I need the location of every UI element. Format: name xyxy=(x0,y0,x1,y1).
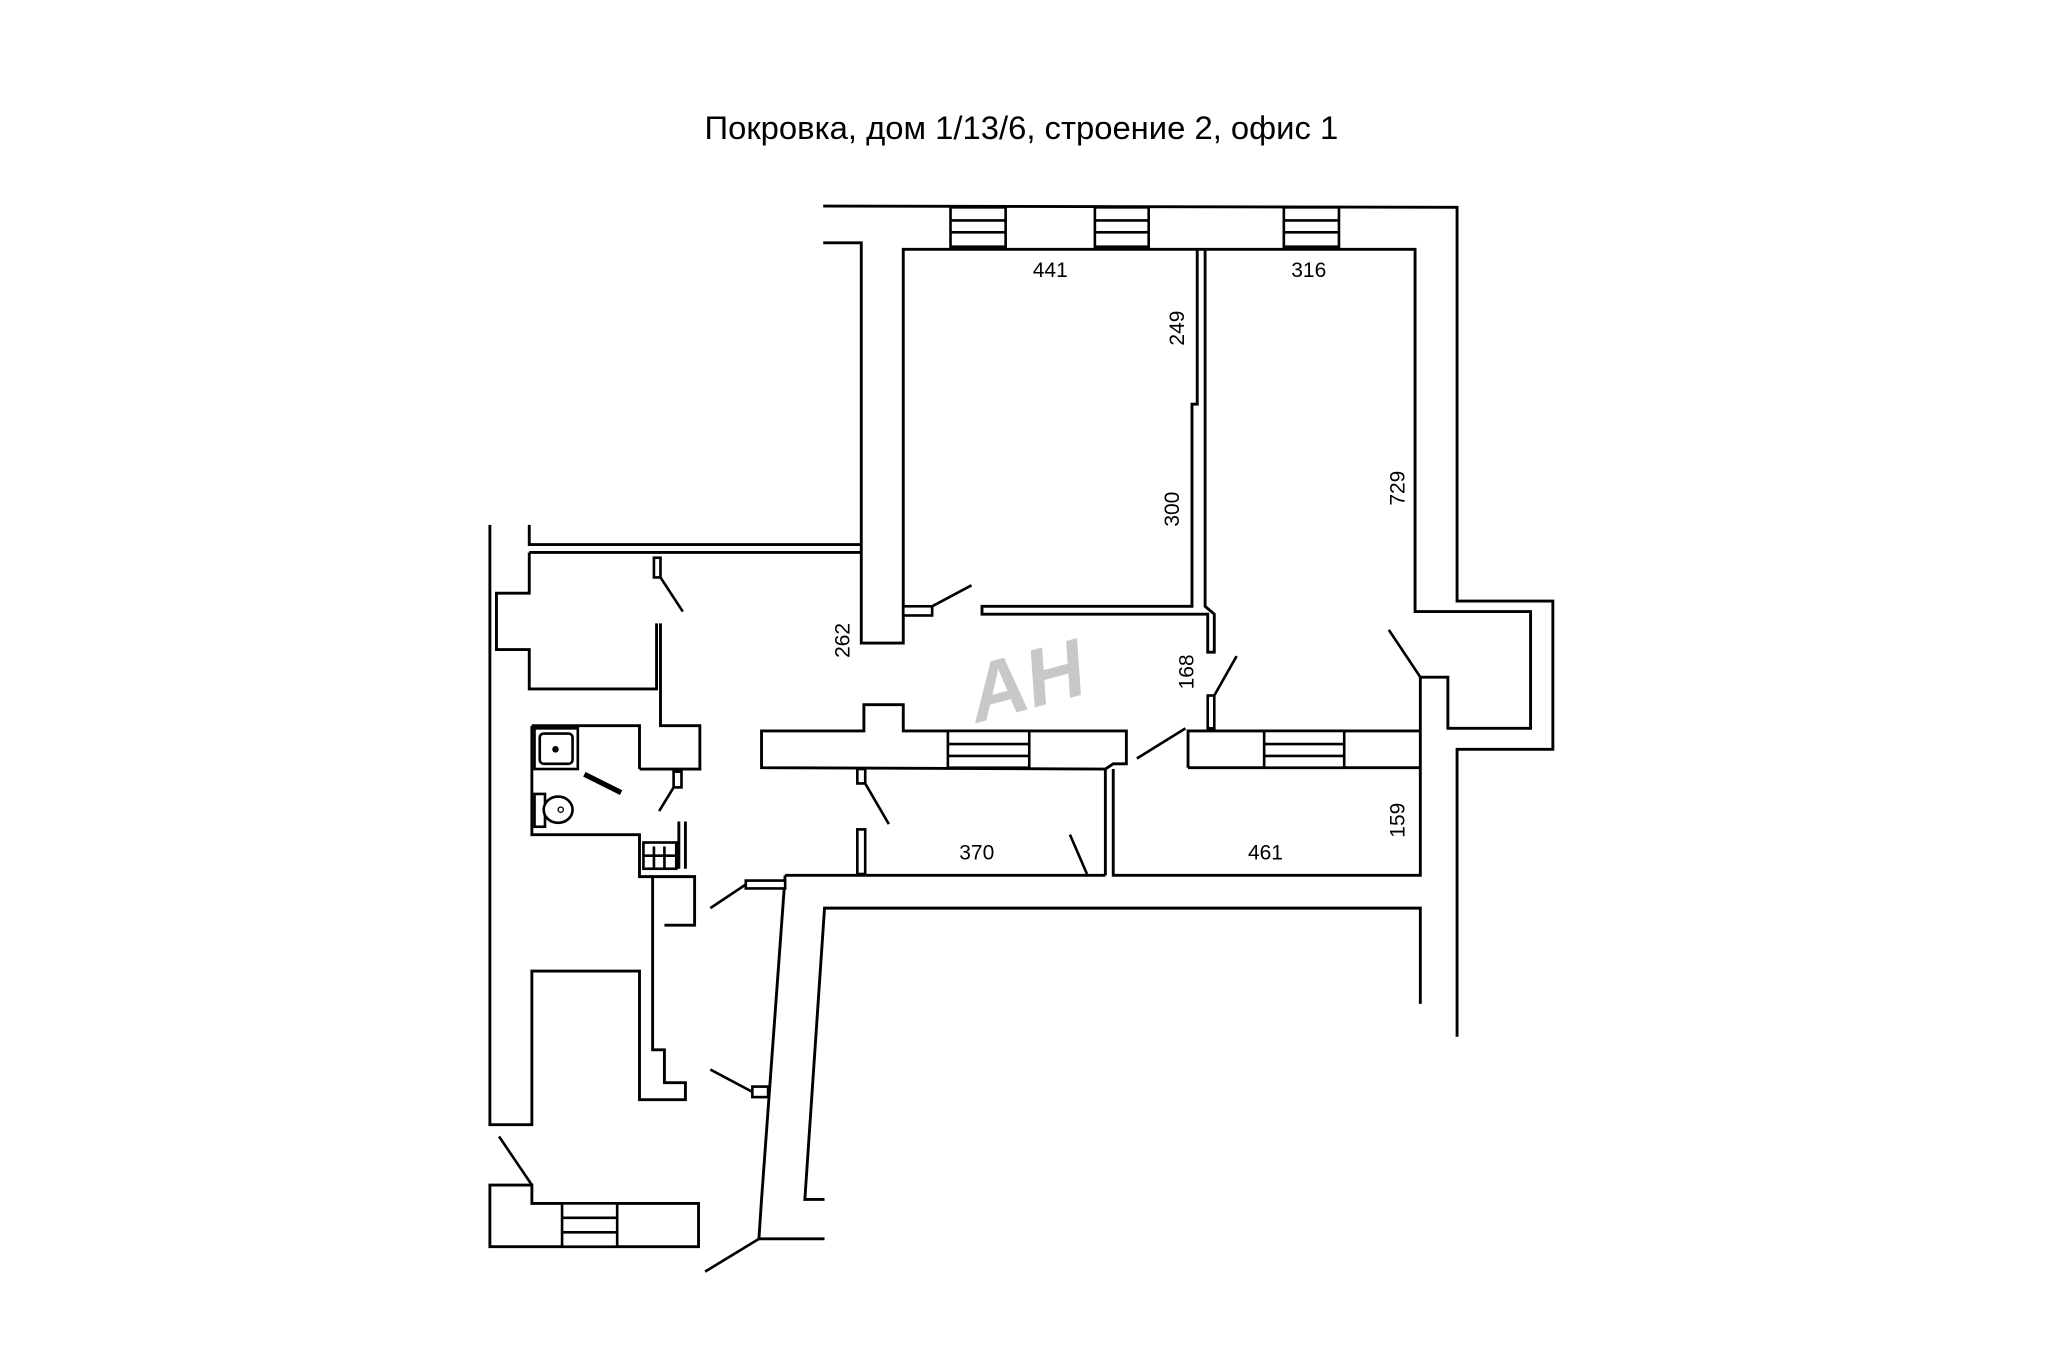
doors xyxy=(497,556,1422,1273)
windows xyxy=(560,206,1346,1249)
toilet-icon xyxy=(533,792,574,829)
window-icon xyxy=(1093,206,1150,249)
window-icon xyxy=(946,729,1031,770)
dim-316: 316 xyxy=(1291,259,1326,282)
dim-370: 370 xyxy=(959,842,994,865)
sink-icon xyxy=(533,727,580,771)
dim-729: 729 xyxy=(1387,471,1410,506)
fixtures xyxy=(533,727,678,871)
window-icon xyxy=(560,1202,619,1249)
window-icon xyxy=(1282,206,1341,249)
plan-title: Покровка, дом 1/13/6, строение 2, офис 1 xyxy=(705,109,1339,146)
dim-249: 249 xyxy=(1166,311,1189,346)
window-icon xyxy=(1262,729,1346,770)
dim-168: 168 xyxy=(1175,654,1198,689)
window-icon xyxy=(949,206,1007,249)
dim-159: 159 xyxy=(1387,803,1410,838)
dim-300: 300 xyxy=(1161,492,1184,527)
watermark-logo: АН xyxy=(956,621,1097,740)
dim-461: 461 xyxy=(1248,842,1283,865)
radiator-icon xyxy=(642,841,678,871)
dimension-labels: 441 316 249 300 729 262 168 370 461 159 xyxy=(831,259,1409,865)
dim-262: 262 xyxy=(831,623,854,658)
dim-441: 441 xyxy=(1033,259,1068,282)
